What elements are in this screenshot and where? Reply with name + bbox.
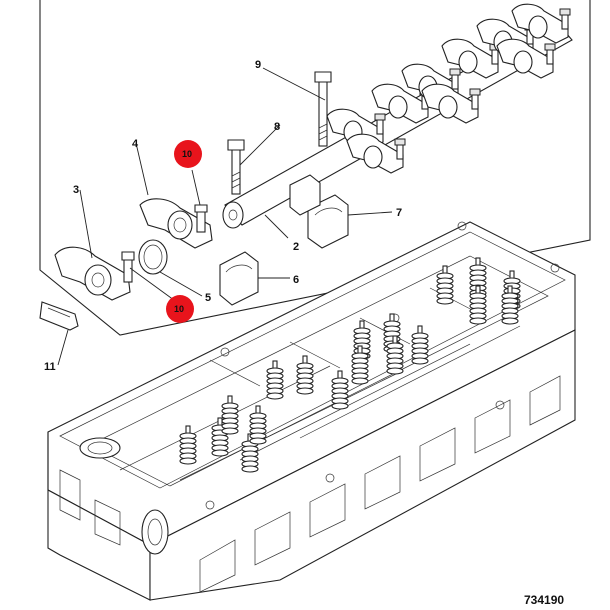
valve-springs bbox=[179, 257, 521, 473]
callout-11: 11 bbox=[44, 361, 56, 373]
callout-10-bottom: 10 bbox=[174, 304, 184, 314]
assembly-inset-frame bbox=[39, 0, 591, 336]
reference-number: 734190 bbox=[524, 593, 564, 607]
valve-spring bbox=[179, 425, 197, 465]
callout-7: 7 bbox=[396, 207, 402, 219]
callout-6: 6 bbox=[293, 274, 299, 286]
bolt-8 bbox=[227, 139, 245, 195]
valve-spring bbox=[296, 355, 314, 395]
bolt-9 bbox=[314, 71, 332, 147]
callout-4: 4 bbox=[132, 138, 139, 150]
valve-spring bbox=[351, 345, 369, 385]
support-bracket bbox=[289, 174, 321, 216]
rocker-arm bbox=[496, 38, 556, 79]
leader-lines bbox=[57, 67, 393, 366]
valve-spring bbox=[501, 285, 519, 325]
callout-10-top: 10 bbox=[182, 149, 192, 159]
retaining-clip-11 bbox=[39, 301, 79, 331]
callout-10-badge-top bbox=[174, 140, 202, 168]
callout-8: 8 bbox=[274, 121, 280, 133]
rocker-arm bbox=[421, 83, 481, 124]
support-bracket-6 bbox=[219, 251, 259, 306]
callout-5: 5 bbox=[205, 292, 211, 304]
callout-2: 2 bbox=[293, 241, 299, 253]
rocker-arm bbox=[441, 38, 501, 79]
rocker-arm-4 bbox=[139, 198, 213, 249]
spring-washer-5 bbox=[138, 239, 168, 275]
rocker-arm bbox=[346, 133, 406, 174]
support-bracket-7 bbox=[307, 194, 349, 249]
valve-spring bbox=[469, 285, 487, 325]
valve-spring bbox=[386, 335, 404, 375]
callout-10-badge-bottom bbox=[166, 295, 194, 323]
valve-spring bbox=[331, 370, 349, 410]
valve-spring bbox=[266, 360, 284, 400]
rocker-arms bbox=[326, 3, 571, 174]
valve-spring bbox=[411, 325, 429, 365]
callout-9: 9 bbox=[255, 59, 261, 71]
valve-spring bbox=[221, 395, 239, 435]
valve-spring bbox=[436, 265, 454, 305]
rocker-arm bbox=[511, 3, 571, 44]
callout-3: 3 bbox=[73, 184, 79, 196]
valve-spring bbox=[249, 405, 267, 445]
